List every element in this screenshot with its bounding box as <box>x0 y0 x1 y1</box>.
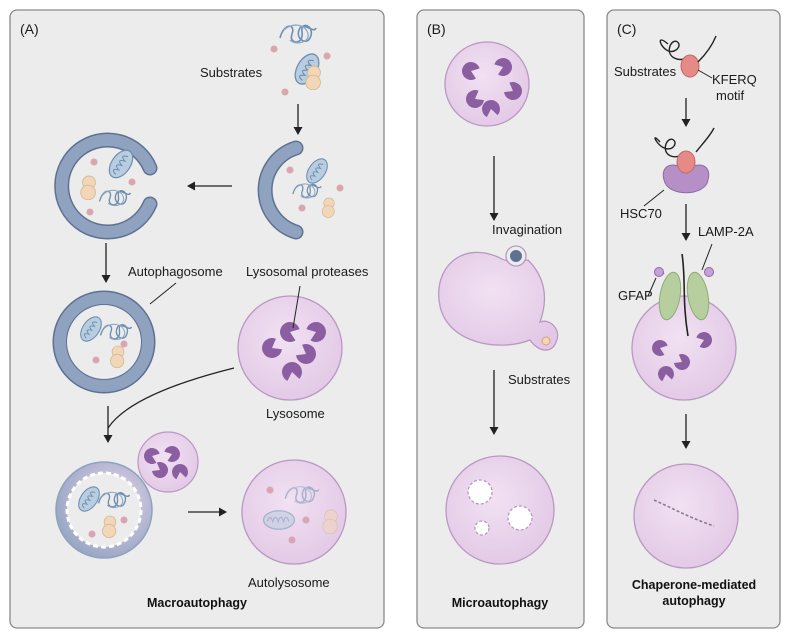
a-autophagosome-leader <box>149 282 177 305</box>
c-kferq-leader <box>697 69 713 79</box>
b-invaginating-lysosome <box>438 245 559 351</box>
c-lamp2a-leader <box>701 243 713 271</box>
c-panel-title-line1: Chaperone-mediated <box>632 578 756 592</box>
c-kferq-label-1: KFERQ <box>712 72 757 87</box>
b-lysosome-bottom <box>445 455 555 565</box>
a-autolysosome-label: Autolysosome <box>248 575 330 590</box>
a-autophagosome <box>52 290 156 394</box>
a-phagophore-expanded <box>54 132 158 240</box>
a-autophagosome-label: Autophagosome <box>128 264 223 279</box>
panel-b-letter: (B) <box>427 21 446 37</box>
panel-b: (B) Invagination Substrates Microautopha… <box>416 9 585 629</box>
panel-c-letter: (C) <box>617 21 636 37</box>
panel-c: (C) Substrates KFERQ motif HSC70 LAMP-2A <box>606 9 781 629</box>
a-phagophore <box>257 140 344 240</box>
c-lamp2a-label: LAMP-2A <box>698 224 754 239</box>
a-autolysosome <box>241 459 347 565</box>
a-substrates-cluster <box>270 24 331 96</box>
b-panel-title: Microautophagy <box>452 596 549 610</box>
c-gfap-label: GFAP <box>618 288 653 303</box>
a-proteases-leader <box>292 285 301 329</box>
c-gfap-leader <box>647 277 657 297</box>
a-substrates-label: Substrates <box>200 65 263 80</box>
b-lysosome-top <box>444 41 530 127</box>
c-hsc70-label: HSC70 <box>620 206 662 221</box>
b-substrates-label: Substrates <box>508 372 571 387</box>
a-fusing-autolysosome <box>55 431 199 559</box>
c-panel-title-line2: autophagy <box>662 594 725 608</box>
a-panel-title: Macroautophagy <box>147 596 247 610</box>
c-hsc70-complex <box>654 127 715 194</box>
c-substrates-label: Substrates <box>614 64 677 79</box>
panel-a: (A) Substrates <box>9 9 385 629</box>
c-substrate-kferq <box>659 35 717 78</box>
c-lysosome-bottom <box>633 463 739 569</box>
a-merge-curve <box>107 367 235 429</box>
a-lysosome <box>237 295 343 401</box>
c-kferq-label-2: motif <box>716 88 745 103</box>
panel-a-letter: (A) <box>20 21 39 37</box>
a-lysosomal-proteases-label: Lysosomal proteases <box>246 264 369 279</box>
c-hsc70-leader <box>643 189 665 207</box>
a-lysosome-label: Lysosome <box>266 406 325 421</box>
b-invagination-label: Invagination <box>492 222 562 237</box>
c-lysosome <box>631 253 737 401</box>
